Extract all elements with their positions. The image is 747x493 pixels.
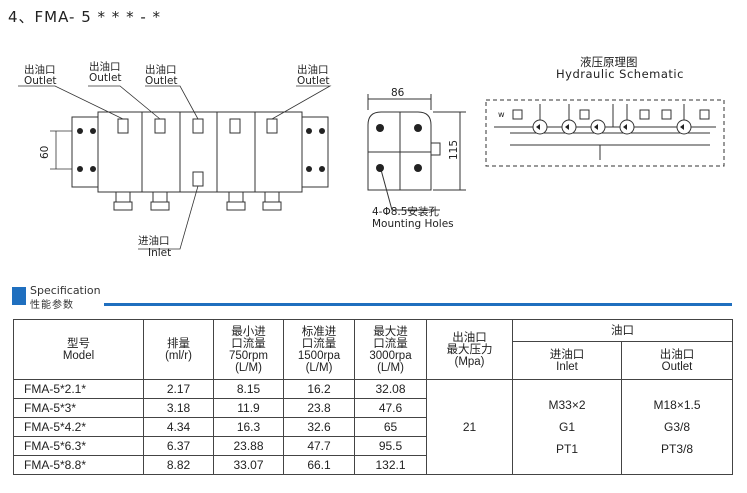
cell-std-flow: 16.2 [283, 379, 355, 399]
cell-max-flow: 65 [354, 417, 427, 437]
outlet-label-en: Outlet [89, 72, 122, 84]
cell-model: FMA-5*3* [13, 398, 144, 418]
inlet-thread-metric: M33×2 [548, 398, 586, 412]
spec-divider [104, 303, 732, 306]
technical-drawing [18, 85, 725, 250]
cell-displacement: 2.17 [143, 379, 214, 399]
cell-displacement: 4.34 [143, 417, 214, 437]
page-title: 4、FMA- 5 * * * - * [8, 8, 162, 26]
header-inlet: 进油口 Inlet [512, 341, 622, 380]
table-row: FMA-5*2.1* 2.17 8.15 16.2 32.08 21 M33×2… [13, 379, 733, 475]
outlet-label-cn: 出油口 [145, 64, 177, 76]
pump-body [97, 111, 303, 193]
cell-min-flow: 16.3 [213, 417, 284, 437]
table-row: FMA-5*6.3* 6.37 23.88 47.7 95.5 [13, 436, 733, 456]
valve-label: w [498, 110, 505, 119]
cell-min-flow: 33.07 [213, 455, 284, 475]
dimension-60: 60 [39, 145, 51, 159]
inlet-port [192, 171, 204, 187]
outlet-port [117, 118, 129, 134]
cell-max-flow: 95.5 [354, 436, 427, 456]
cell-model: FMA-5*8.8* [13, 455, 144, 475]
outlet-thread-metric: M18×1.5 [653, 398, 701, 412]
table-row: FMA-5*4.2* 4.34 16.3 32.6 65 [13, 417, 733, 437]
cell-std-flow: 66.1 [283, 455, 355, 475]
cell-displacement: 6.37 [143, 436, 214, 456]
outlet-label-en: Outlet [145, 75, 178, 87]
header-pressure: 出油口 最大压力 (Mpa) [426, 319, 513, 380]
side-view [367, 94, 466, 211]
spec-title-cn: 性能参数 [30, 300, 74, 311]
outlet-label-en: Outlet [24, 75, 57, 87]
mounting-holes-en: Mounting Holes [372, 218, 454, 230]
schematic-title-cn: 液压原理图 [580, 55, 638, 69]
header-outlet: 出油口 Outlet [621, 341, 733, 380]
cell-model: FMA-5*6.3* [13, 436, 144, 456]
outlet-port [266, 118, 278, 134]
inlet-thread-pt: PT1 [555, 442, 578, 456]
front-view [71, 111, 329, 211]
cell-std-flow: 32.6 [283, 417, 355, 437]
header-ports: 油口 [512, 319, 733, 342]
cell-model: FMA-5*2.1* [13, 379, 144, 399]
inlet-thread-g: G1 [558, 420, 575, 434]
cell-max-flow: 32.08 [354, 379, 427, 399]
outlet-port [192, 118, 204, 134]
outlet-label-cn: 出油口 [24, 64, 56, 76]
cell-min-flow: 23.88 [213, 436, 284, 456]
outlet-label-cn: 出油口 [297, 64, 329, 76]
outlet-port [154, 118, 166, 134]
end-plate-left [71, 116, 99, 188]
spec-title-en: Specification [30, 284, 101, 297]
dimension-86: 86 [391, 87, 405, 99]
cell-std-flow: 47.7 [283, 436, 355, 456]
outlet-thread-pt: PT3/8 [660, 442, 693, 456]
cell-std-flow: 23.8 [283, 398, 355, 418]
cell-inlet: M33×2 G1 PT1 [512, 379, 622, 475]
table-row: FMA-5*8.8* 8.82 33.07 66.1 132.1 [13, 455, 733, 475]
header-min-flow: 最小进 口流量 750rpm (L/M) [213, 319, 284, 380]
cell-min-flow: 11.9 [213, 398, 284, 418]
cell-outlet: M18×1.5 G3/8 PT3/8 [621, 379, 733, 475]
inlet-label-cn: 进油口 [138, 235, 170, 247]
header-model: 型号 Model [13, 319, 144, 380]
schematic-title-en: Hydraulic Schematic [556, 67, 684, 81]
header-displacement: 排量 (ml/r) [143, 319, 214, 380]
cell-model: FMA-5*4.2* [13, 417, 144, 437]
spec-table: 型号 Model 排量 (ml/r) 最小进 口流量 750rpm (L/M) … [13, 319, 733, 475]
outlet-label-cn: 出油口 [89, 61, 121, 73]
cell-displacement: 8.82 [143, 455, 214, 475]
outlet-thread-g: G3/8 [663, 420, 690, 434]
cell-displacement: 3.18 [143, 398, 214, 418]
cell-max-flow: 47.6 [354, 398, 427, 418]
dimension-115: 115 [448, 139, 460, 160]
spec-marker [12, 287, 26, 305]
outlet-label-en: Outlet [297, 75, 330, 87]
cell-max-flow: 132.1 [354, 455, 427, 475]
header-std-flow: 标准进 口流量 1500rpa (L/M) [283, 319, 355, 380]
header-max-flow: 最大进 口流量 3000rpa (L/M) [354, 319, 427, 380]
cell-pressure: 21 [426, 379, 513, 475]
cell-min-flow: 8.15 [213, 379, 284, 399]
inlet-label-en: Inlet [148, 247, 172, 259]
mounting-holes-cn: 4-Φ8.5安装孔 [372, 206, 439, 218]
end-plate-right [301, 116, 329, 188]
outlet-port [229, 118, 241, 134]
hydraulic-schematic [485, 99, 725, 167]
